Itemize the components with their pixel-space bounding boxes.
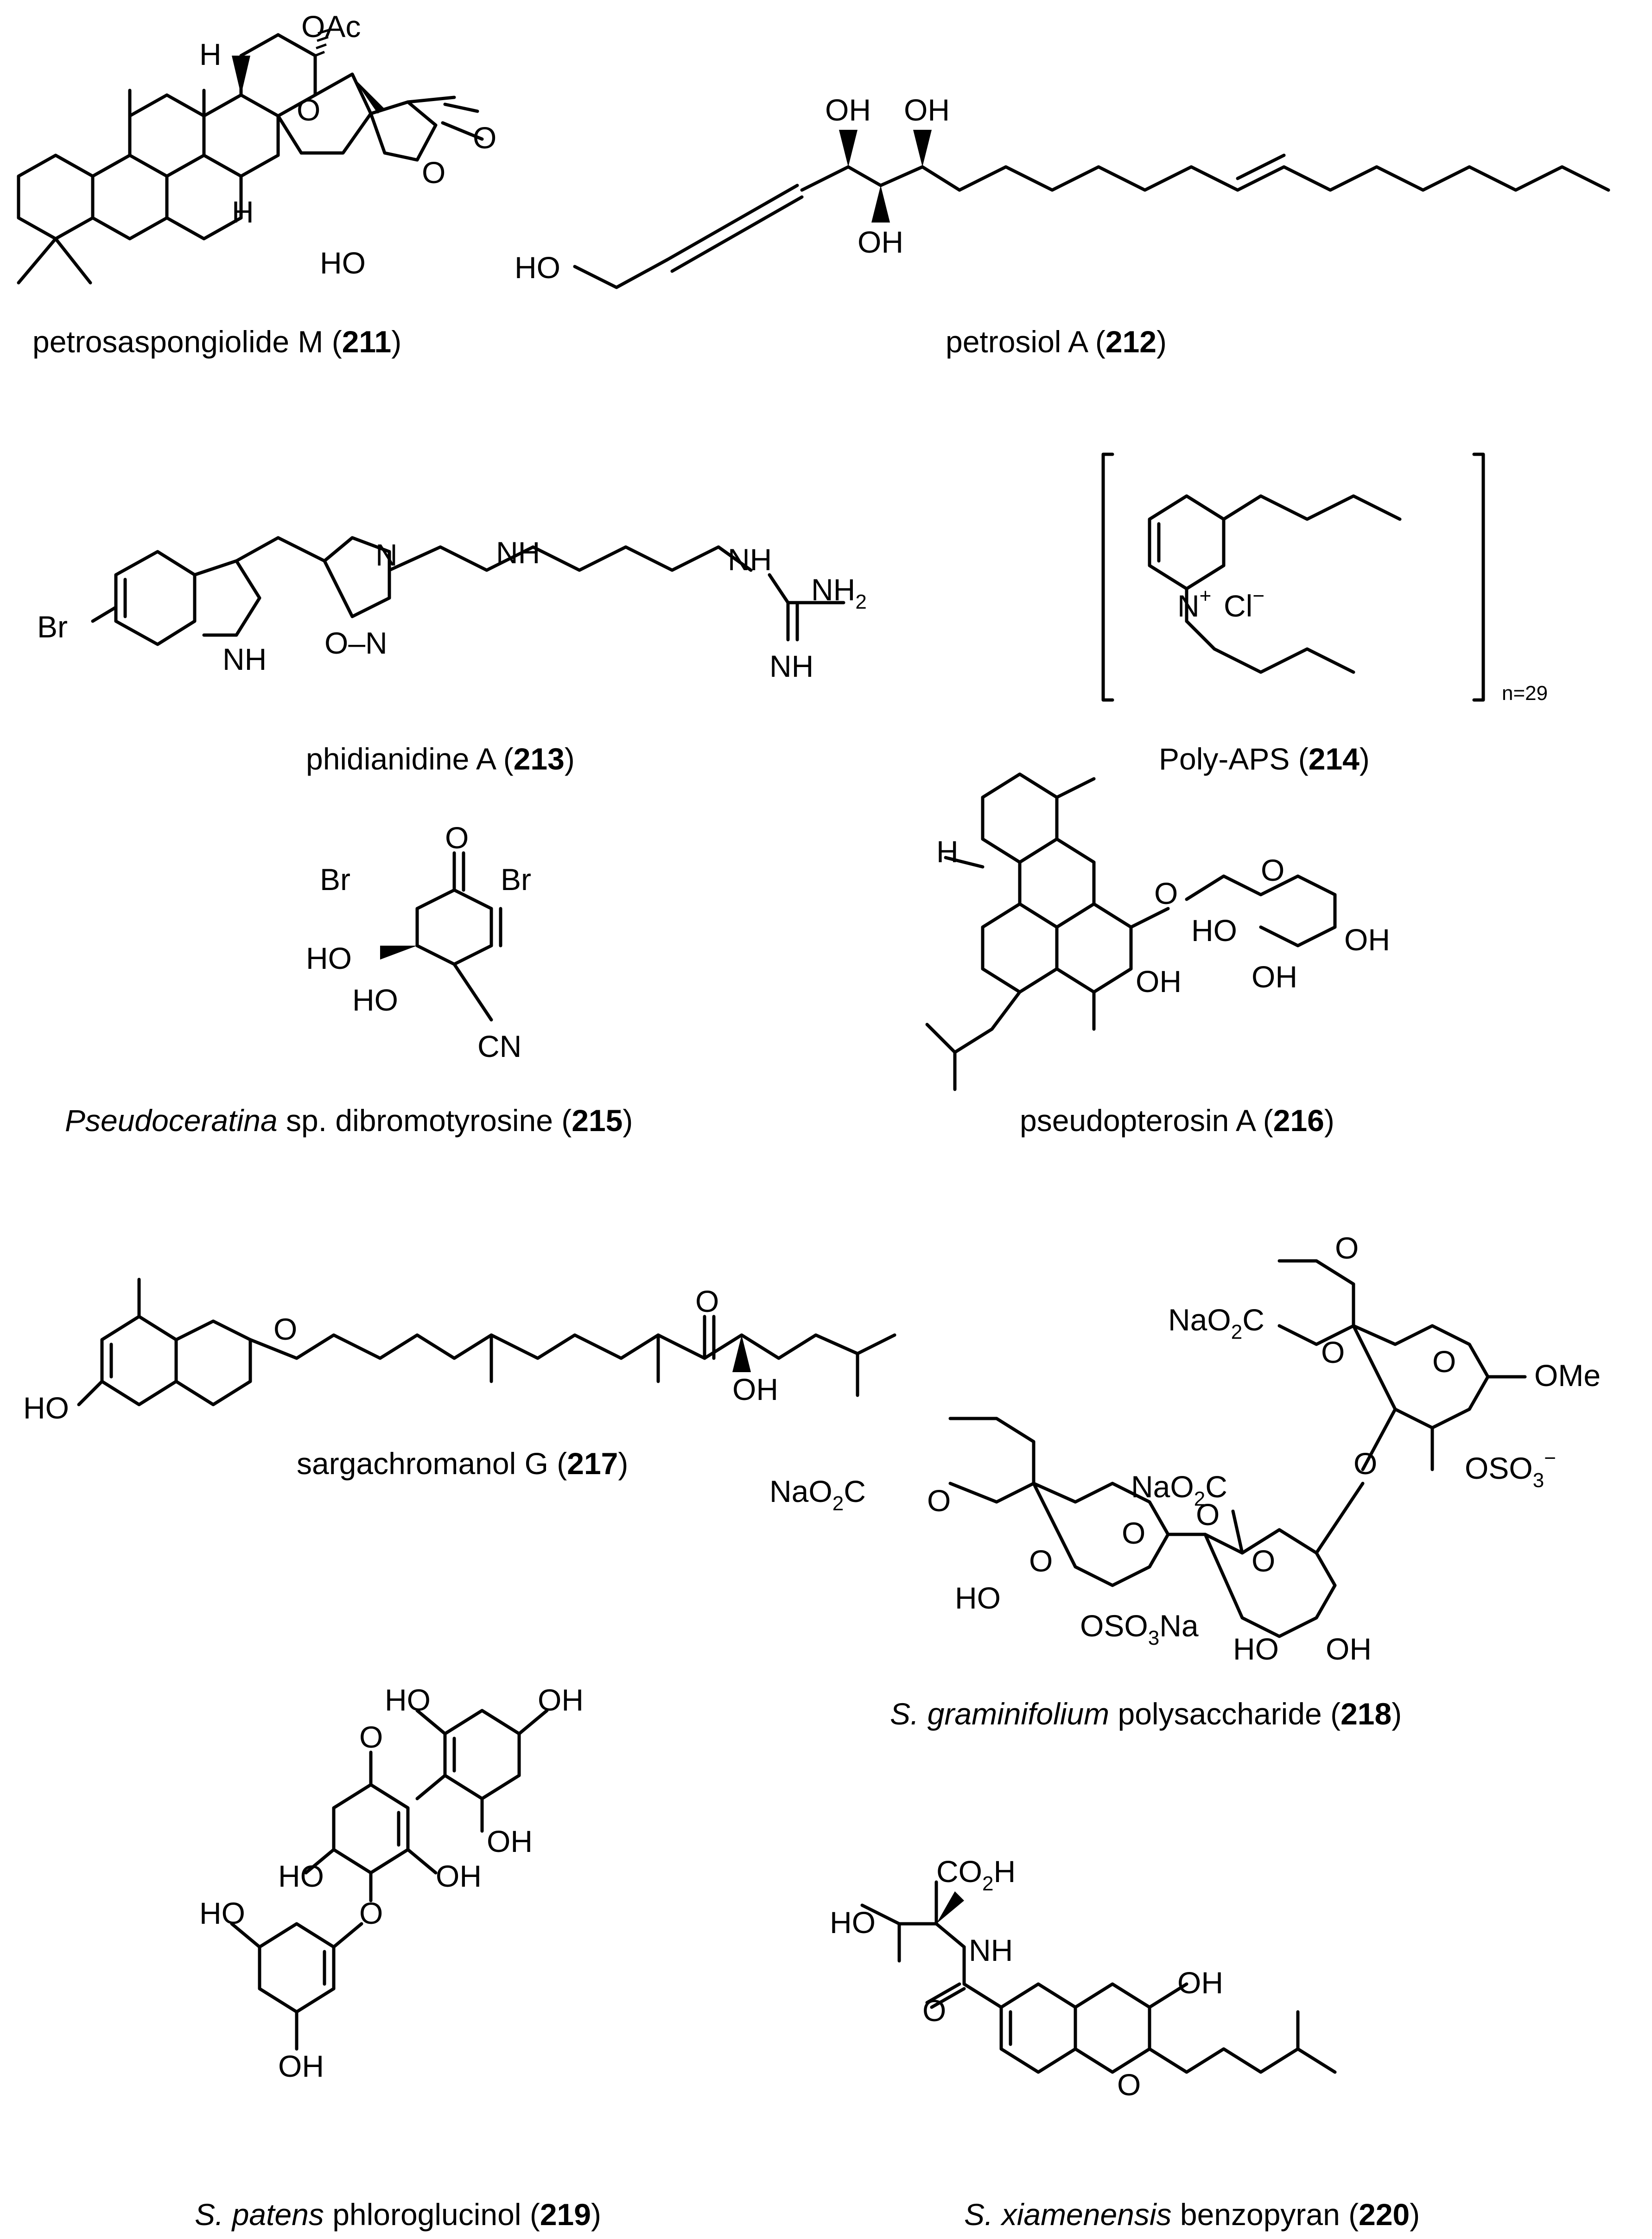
atom-o: O bbox=[1432, 1344, 1456, 1379]
structure-213: Br NH N O–N NH NH NH2 NH bbox=[37, 535, 867, 683]
caption-212: petrosiol A (212) bbox=[946, 324, 1167, 359]
atom-n-plus: N+ bbox=[1177, 585, 1211, 623]
atom-o: O bbox=[1117, 2067, 1141, 2102]
atom-o: O bbox=[1122, 1516, 1145, 1550]
structure-220: CO2H NH O HO OH O bbox=[830, 1854, 1337, 2102]
atom-oh: OH bbox=[1326, 1632, 1372, 1666]
atom-o: O bbox=[359, 1896, 383, 1930]
atom-cl: Cl− bbox=[1224, 585, 1264, 623]
atom-oh: OH bbox=[1344, 922, 1390, 957]
atom-br: Br bbox=[320, 862, 350, 897]
atom-oh: OH bbox=[1136, 964, 1182, 999]
atom-oh: OH bbox=[1252, 960, 1297, 994]
caption-218: S. graminifolium polysaccharide (218) bbox=[890, 1697, 1402, 1731]
atom-ho: HO bbox=[278, 1859, 324, 1893]
atom-n: N bbox=[375, 538, 398, 572]
atom-nh2: NH2 bbox=[811, 572, 867, 613]
atom-o: O bbox=[445, 821, 469, 855]
structure-211: OAc O H H O O HO bbox=[17, 9, 496, 285]
atom-nh: NH bbox=[969, 1933, 1013, 1967]
structure-212: HO OH OH OH bbox=[515, 93, 1610, 289]
atom-cn: CN bbox=[477, 1029, 521, 1063]
atom-o: O bbox=[1252, 1544, 1275, 1578]
atom-ho: HO bbox=[830, 1905, 876, 1940]
atom-oh: OH bbox=[825, 93, 871, 127]
atom-ho: HO bbox=[306, 941, 352, 975]
atom-ho: HO bbox=[515, 250, 560, 285]
atom-oh: OH bbox=[538, 1683, 584, 1717]
atom-o: O bbox=[359, 1720, 383, 1754]
atom-h: H bbox=[232, 195, 254, 229]
structure-214: N+ Cl− n=29 bbox=[1101, 452, 1548, 705]
atom-o: O bbox=[1261, 853, 1284, 887]
caption-220: S. xiamenensis benzopyran (220) bbox=[964, 2197, 1420, 2232]
atom-oh: OH bbox=[1177, 1965, 1223, 2000]
repeat-count: n=29 bbox=[1502, 682, 1548, 705]
atom-o: O bbox=[1196, 1497, 1220, 1532]
atom-ho: HO bbox=[385, 1683, 431, 1717]
atom-nao2c: NaO2C bbox=[1131, 1469, 1227, 1510]
atom-ho: HO bbox=[1233, 1632, 1279, 1666]
atom-o: O bbox=[927, 1483, 951, 1518]
atom-br: Br bbox=[37, 610, 68, 644]
caption-211: petrosaspongiolide M (211) bbox=[32, 324, 401, 359]
atom-oh: OH bbox=[858, 225, 903, 259]
atom-o: O bbox=[273, 1312, 297, 1346]
atom-ome: OMe bbox=[1534, 1358, 1601, 1393]
atom-ho: HO bbox=[1191, 913, 1237, 948]
atom-co2h: CO2H bbox=[936, 1854, 1016, 1895]
atom-nao2c: NaO2C bbox=[1168, 1303, 1264, 1343]
atom-o: O bbox=[1029, 1544, 1053, 1578]
caption-215: Pseudoceratina sp. dibromotyrosine (215) bbox=[65, 1103, 633, 1138]
atom-o: O bbox=[422, 155, 445, 190]
atom-o: O bbox=[922, 1993, 946, 2028]
atom-br: Br bbox=[501, 862, 531, 897]
structure-217: O O OH HO bbox=[23, 1278, 896, 1425]
atom-o: O bbox=[1154, 876, 1178, 910]
atom-oso3na: OSO3Na bbox=[1080, 1609, 1199, 1649]
atom-oh: OH bbox=[436, 1859, 482, 1893]
atom-nao2c: NaO2C bbox=[769, 1474, 866, 1515]
structure-215: O Br Br HO HO CN bbox=[306, 821, 531, 1063]
structure-218: O O O O OMe NaO2C OSO3− NaO2C NaO2C O O … bbox=[769, 1231, 1601, 1666]
atom-nh: NH bbox=[222, 642, 267, 676]
atom-ho: HO bbox=[199, 1896, 245, 1930]
atom-oh: OH bbox=[732, 1372, 778, 1406]
atom-oac: OAc bbox=[301, 9, 361, 44]
atom-o: O bbox=[1335, 1231, 1359, 1265]
atom-ho: HO bbox=[352, 983, 398, 1017]
atom-nh: NH bbox=[496, 535, 540, 570]
atom-o: O bbox=[473, 121, 496, 155]
atom-o-n: O–N bbox=[324, 626, 388, 660]
atom-ho: HO bbox=[23, 1391, 69, 1425]
atom-o: O bbox=[1353, 1446, 1377, 1481]
atom-nh: NH bbox=[728, 542, 772, 577]
atom-oh: OH bbox=[904, 93, 950, 127]
caption-217: sargachromanol G (217) bbox=[297, 1446, 628, 1481]
atom-oh: OH bbox=[278, 2049, 324, 2083]
atom-h: H bbox=[936, 834, 959, 869]
atom-h: H bbox=[199, 37, 222, 71]
atom-o: O bbox=[695, 1284, 719, 1318]
atom-ho: HO bbox=[955, 1581, 1001, 1615]
caption-219: S. patens phloroglucinol (219) bbox=[195, 2197, 601, 2232]
structure-216: H O O HO OH OH OH bbox=[925, 772, 1390, 1091]
atom-ho: HO bbox=[320, 246, 366, 280]
atom-nh: NH bbox=[769, 649, 813, 683]
atom-oh: OH bbox=[487, 1824, 533, 1858]
caption-214: Poly-APS (214) bbox=[1159, 742, 1370, 776]
structure-219: HO OH OH O HO OH O HO OH bbox=[199, 1683, 584, 2083]
atom-o: O bbox=[297, 93, 320, 127]
atom-oso3: OSO3− bbox=[1465, 1447, 1556, 1492]
caption-216: pseudopterosin A (216) bbox=[1020, 1103, 1334, 1138]
atom-o: O bbox=[1321, 1335, 1345, 1369]
caption-213: phidianidine A (213) bbox=[306, 742, 575, 776]
